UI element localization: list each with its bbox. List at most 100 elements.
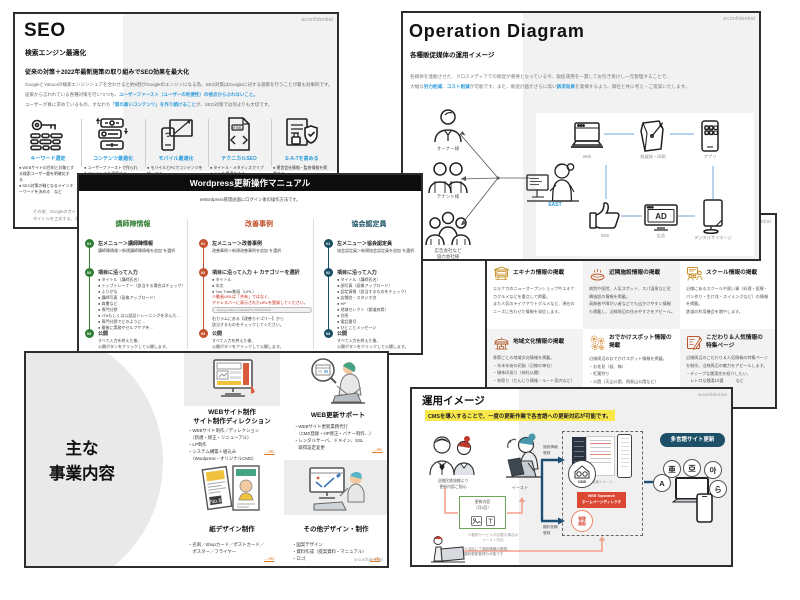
wp-step-body: 協会認定員＞新規協会認定員を追加 を選択. [337,248,416,253]
unyo-highlight: CMSを導入することで、一度の更新作業で各言語への更新対応が可能です。 [425,410,615,421]
biz-circle-decoration [26,353,163,566]
wp-step-title: 左メニュー＞協会認定員 [337,241,393,247]
op-device-label: 広告 [656,233,666,238]
confidential-label: ※confidential [300,17,333,23]
html-icon: HTML [210,115,268,152]
unyo-client-label: 沿線民鉄協様より 更新内容ご指示 [437,478,469,489]
media-card-school: スクール情報の掲載 沿線にあるスクールや習い事（料理・医療・ パン作り・生け花・… [680,260,775,329]
biz-item-title: 紙デザイン制作 [209,526,255,533]
svg-text:AD: AD [655,212,667,221]
media-card-body: 季節ごとの地域文化情報を掲載。 ・年末年始の初詣（沿線の神社） ・御朱印巡り（神… [493,355,575,383]
wp-step-number: 03 [323,328,333,338]
op-body: 各媒体を連動させた、クロスメディアでの販促が重要となっている今、販促運用を一貫し… [410,72,689,92]
op-subtitle: 各種販促媒体の運用イメージ [410,52,495,59]
unyo-client-icon [426,433,478,477]
unyo-east-icon [498,433,548,479]
unyo-cms-label: CMS [577,480,587,484]
wp-step-body: すべて入力を終えた後、 公開ボタンをクリックして公開します。 [98,338,170,349]
seo-column-label: モバイル最適化 [158,156,194,162]
slide-main-business: 主な 事業内容 ※confidential WEBサイト制作 サイト制作ディレク… [24,351,389,568]
media-card-body: 沿線周辺のおでかけスポット情報を掲載。 ・お花見（桜、梅） ・紅葉狩り ・公園（… [589,356,667,384]
confidential-label: ※confidential [353,557,383,562]
wp-step-title: 項目に沿って入力 ＋ カテゴリーを選択 [212,270,300,276]
wp-step-title: 公開 [337,331,348,337]
seo-body: GoogleとYahoo!の検索エンジンシェアを合わせると約9割がGoogleの… [25,80,333,110]
unyo-east-label: イースト [511,485,529,490]
unyo-title: 運用イメージ [422,395,485,407]
unyo-cms-dashed-box [562,431,643,536]
wp-step-body: すべて入力を終えた後、 公開ボタンをクリックして公開します。 [212,338,284,349]
image-icon [470,516,482,526]
biz-item-body: ・図案デザイン ・資料作成（提案資料・マニュアル） ・ロゴ [292,542,367,562]
seo-body-line3: ユーザーが真に求めているもの、すなわち「質の高いコンテンツ」を作り続けることが、… [25,102,273,108]
wp-step-number: 01 [323,238,333,248]
seo-body-line1: GoogleとYahoo!の検索エンジンシェアを合わせると約9割がGoogleの… [25,82,333,87]
seo-column-content: コンテンツ最適化 ● ユーザーファーストで作られ たコンテンツを用意する [84,115,142,177]
shrine-icon [494,337,509,350]
seo-column-label: E-A-Tを高める [285,156,319,162]
biz-item-title: WEB更新サポート [310,412,366,419]
op-client-label: テナント様 [436,194,460,199]
op-title: Operation Diagram [409,21,585,41]
seo-column-technical: HTML テクニカルSEO ● タイトル・メタディスクリプ ションを最適化する [210,115,268,177]
biz-item-body: ・WEBサイト更新業務代行 （CMS登録・HP修正・バナー制作…） ・レンタルサ… [294,424,374,451]
web-support-icon [288,353,387,406]
slide-seo: ※confidential SEO 検索エンジン最適化 従来の対策＋2022年最… [13,12,339,229]
media-card-feature: こだわり＆人気情報の 特集ページ 沿線周辺のこだわり＆人気情報の特集ページ を制… [680,329,775,407]
language-balloon: 亜 [663,460,681,478]
person-pair-icon [427,161,469,195]
unyo-greenbox: 更新内容 （月2回） [459,496,506,529]
op-body-line1: 各媒体を連動させた、クロスメディアでの販促が重要となっている今、販促運用を一貫し… [410,74,671,79]
seo-body-line2: 従来から言われている各種対策を行いつつも、ユーザーファースト（ユーザーの利便性）… [25,92,258,98]
unyo-staff-icon [429,535,467,563]
wp-step-title: 項目に沿って入力 [337,270,377,276]
wp-subtitle: ※Wordpress管理画面にログイン後の操作方法です。 [199,197,301,202]
feature-icon [687,336,702,351]
wp-step-title: 左メニュー＞講師陣情報 [98,241,154,247]
op-client-label: 広告会社など 協力会社様 [434,248,462,259]
media-card-body: 病院や医院、人気スポット、スパ温泉など近 隣施設の情報を掲載。 高齢者や障がい者… [589,286,675,314]
unyo-pill: 多言語サイト更新 [660,433,725,447]
wp-url-bar: www.youtube.com/watch?v=XXXXXXXX… [212,307,312,313]
onsen-icon [590,268,605,281]
person-icon [431,108,465,144]
op-device-label: アプリ [703,154,717,159]
media-card-body: 沿線周辺のこだわり＆人気情報の特集ページ を制作。沿線周辺の魅力をアピールします… [686,355,768,384]
person-group-icon [425,211,471,247]
unyo-green-note: ※翻訳サービスが必要な場合は イースト対応 [467,533,519,543]
biz-item-title: WEBサイト制作 サイト制作ディレクション [193,409,271,426]
slide-wordpress-manual: Wordpress更新操作マニュアル ※Wordpress管理画面にログイン後の… [77,173,423,355]
svg-text:HTML: HTML [233,126,243,130]
station-icon: STATION [493,266,510,280]
media-card-title: エキナカ情報の掲載 [513,269,565,276]
op-body-line2: 大幅な労力削減、コスト削減が可能です。また、販促計画がさらに高い訴求効果を発揮す… [410,84,690,90]
web-make-icon [184,353,280,406]
wp-step-title: 左メニュー＞改善事例 [212,241,263,247]
biz-item-etc: …etc [372,447,383,452]
mobile-icon [147,115,205,152]
school-icon [687,267,703,281]
seo-footnote: その他、Googleのガイドラインに沿って タイトルを工夫する、などがあります。 [33,209,110,221]
wp-step-number: 02 [198,267,208,277]
language-balloon: 아 [704,461,722,479]
op-client-label: オーナー様 [436,146,460,151]
app-icon [699,119,721,153]
unyo-greenbox-text: 更新内容 （月2回） [473,500,492,510]
media-card-body: エキナカのニューオープンショップやエキナ カグルメなどを重点して掲載。 また人気… [493,286,575,314]
seo-column-keyword: キーワード選定 ● WEBサイトの目的と対象とす る検索ユーザー層を明確化す る… [19,115,77,195]
text-doc-icon [485,516,495,526]
seo-column-eat: E-A-Tを高める ● 運営会社情報・監修情報を掲 載する [273,115,331,177]
wp-step-body: ● タイトル ● 本文 ● You Tube動画（URL） [212,277,257,294]
print-icon [637,119,669,153]
wp-step-body: 改善事例＞新規改善事例を追加 を選択. [212,248,283,253]
seo-column-mobile: モバイル最適化 ● モバイルとPCでコンテンツを 統一する [147,115,205,177]
wp-step-number: 02 [323,267,333,277]
wp-step-body: すべて入力を終えた後、 公開ボタンをクリックして公開します。 [337,338,409,349]
seo-column-label: テクニカルSEO [221,156,257,162]
sns-icon [588,201,622,231]
wp-step-title: 公開 [212,331,223,337]
op-operator-label: EAST [548,202,562,208]
biz-item-body: ・WEBサイト制作／ディレクション （新規・修正・リニューアル） ・LP制作 ・… [188,428,260,462]
op-device-label: 紙媒体・印刷 [640,154,666,159]
wp-step-number: 03 [198,328,208,338]
